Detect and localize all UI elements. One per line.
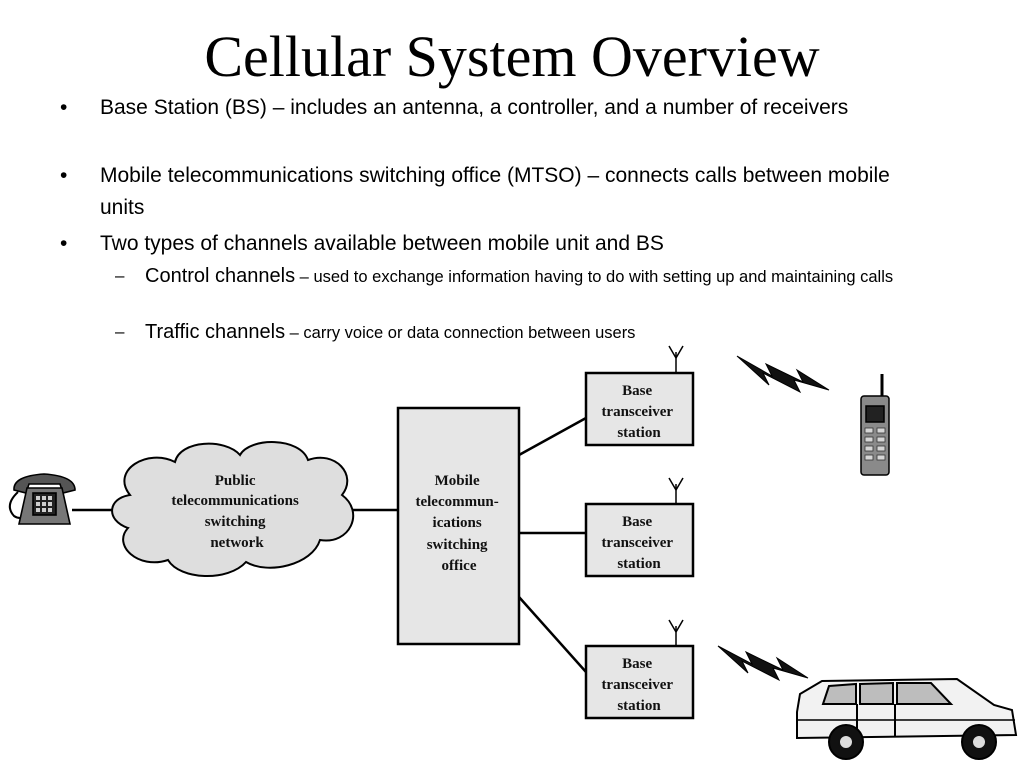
car-icon <box>796 677 1018 760</box>
sub-bullet-marker: – <box>115 322 125 341</box>
svg-text:Mobile telecommun-: Mobile telecommun- ications switching of… <box>415 473 502 574</box>
bts-label-line: station <box>617 425 661 441</box>
bts-label-line: transceiver <box>601 535 673 551</box>
antenna-icon <box>668 345 684 372</box>
lightning-link-icon <box>736 355 830 394</box>
network-label-line: Public <box>215 473 256 489</box>
network-label-line: telecommunications <box>171 493 299 509</box>
sub-bullet-lead: Control channels <box>145 265 296 287</box>
sub-bullet-text: – carry voice or data connection between… <box>285 324 636 342</box>
antenna-icon <box>668 477 684 503</box>
base-transceiver-station-3: Base transceiver station <box>584 619 695 720</box>
svg-text:Base transceiver s: Base transceiver station <box>601 656 676 714</box>
sub-bullet-marker: – <box>115 266 125 285</box>
network-label-line: switching <box>205 514 266 530</box>
antenna-icon <box>668 619 684 645</box>
mtso-box: Mobile telecommun- ications switching of… <box>396 406 521 646</box>
public-network-cloud: Public telecommunications switching netw… <box>111 441 355 577</box>
mtso-label-line: switching <box>427 537 488 553</box>
base-transceiver-station-2: Base transceiver station <box>584 477 695 578</box>
bullet-text: Two types of channels available between … <box>100 232 664 255</box>
mtso-bts3-link <box>518 596 587 673</box>
bts-label-line: Base <box>622 656 652 672</box>
bullet-marker: • <box>60 164 68 187</box>
bullet-mtso: • Mobile telecommunications switching of… <box>60 160 930 224</box>
sub-bullet-control-channels: – Control channels – used to exchange in… <box>115 264 905 289</box>
bullet-channel-types: • Two types of channels available betwee… <box>60 228 930 260</box>
lightning-link-icon <box>717 645 809 682</box>
base-transceiver-station-1: Base transceiver station <box>584 345 695 447</box>
bts-label-line: transceiver <box>601 677 673 693</box>
mtso-label-line: telecommun- <box>415 494 498 510</box>
bullet-marker: • <box>60 96 68 119</box>
sub-bullet-text: – used to exchange information having to… <box>295 268 894 286</box>
bts-label-line: transceiver <box>601 404 673 420</box>
mtso-label-line: Mobile <box>435 473 480 489</box>
sub-bullet-lead: Traffic channels <box>145 321 286 343</box>
svg-text:Base transceiver s: Base transceiver station <box>601 383 676 441</box>
bts-label-line: station <box>617 556 661 572</box>
bullet-base-station: • Base Station (BS) – includes an antenn… <box>60 92 930 124</box>
mtso-bts1-link <box>518 416 587 457</box>
bullet-marker: • <box>60 232 68 255</box>
network-label-line: network <box>210 535 264 551</box>
bts-label-line: Base <box>622 514 652 530</box>
bullet-text: Base Station (BS) – includes an antenna,… <box>100 96 849 119</box>
bullet-text: Mobile telecommunications switching offi… <box>100 164 890 219</box>
bts-label-line: Base <box>622 383 652 399</box>
sub-bullet-traffic-channels: – Traffic channels – carry voice or data… <box>115 320 905 345</box>
mobile-phone-icon <box>860 374 890 476</box>
mtso-label-line: office <box>442 558 477 574</box>
mtso-label-line: ications <box>433 515 482 531</box>
svg-text:Base transceiver s: Base transceiver station <box>601 514 676 572</box>
slide-title: Cellular System Overview <box>204 24 820 89</box>
telephone-icon <box>8 473 76 525</box>
svg-text:Public telecommunication: Public telecommunications switching netw… <box>171 473 302 551</box>
bts-label-line: station <box>617 698 661 714</box>
